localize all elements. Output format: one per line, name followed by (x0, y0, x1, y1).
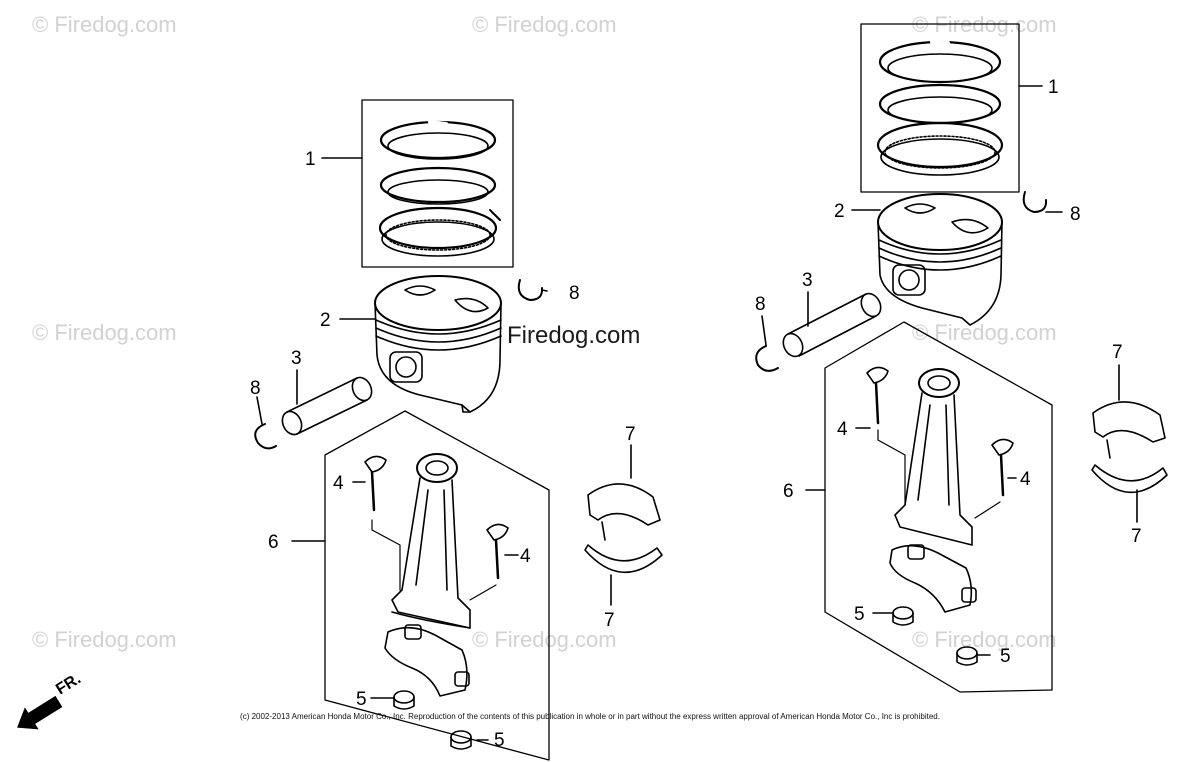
rod-bearing-icon (584, 483, 663, 574)
callout-rod-bearing: 7 (1131, 526, 1142, 547)
piston-pin-icon (281, 376, 373, 436)
pin-clip-icon (1022, 191, 1048, 213)
watermark: © Firedog.com (472, 12, 617, 37)
watermark-center: Firedog.com (507, 322, 641, 349)
rod-bearing-icon (1091, 401, 1168, 494)
callout-pin-clip: 8 (569, 283, 580, 304)
callout-rod-bearing: 7 (604, 610, 615, 631)
callout-rod-nut: 5 (854, 604, 865, 625)
rod-bolt-icon (991, 438, 1014, 497)
piston-ring-set-box (860, 23, 1020, 193)
pin-clip-icon (254, 423, 277, 450)
rod-bolt-icon (866, 366, 889, 425)
left-assembly (254, 99, 663, 761)
copyright-notice: (c) 2002-2013 American Honda Motor Co., … (240, 712, 940, 721)
rod-nut-icon (393, 690, 415, 710)
callout-rod-bolt: 4 (333, 473, 344, 494)
watermark: © Firedog.com (912, 627, 1057, 652)
callout-piston-pin: 3 (802, 270, 813, 291)
rod-bolt-icon (486, 523, 509, 580)
callout-rod-bolt: 4 (520, 546, 531, 567)
callout-rod-bolt: 4 (837, 419, 848, 440)
callout-rod-bearing: 7 (625, 424, 636, 445)
pin-clip-icon (517, 279, 544, 301)
piston-ring-icon (378, 120, 501, 257)
pin-clip-icon (755, 345, 779, 372)
piston-pin-icon (782, 292, 882, 358)
rod-nut-icon (450, 730, 472, 750)
callout-pin-clip: 8 (250, 378, 261, 399)
watermark: © Firedog.com (32, 627, 177, 652)
callout-piston: 2 (320, 310, 331, 331)
connecting-rod-icon (384, 453, 471, 697)
piston-ring-icon (876, 40, 1004, 176)
callout-pin-clip: 8 (1070, 204, 1081, 225)
piston-ring-set-box (361, 99, 514, 268)
callout-piston-pin: 3 (291, 348, 302, 369)
callout-rod-nut: 5 (494, 730, 505, 751)
front-direction-arrow-icon (17, 695, 63, 730)
watermark: © Firedog.com (32, 320, 177, 345)
callout-rod-bolt: 4 (1020, 469, 1031, 490)
connecting-rod-box (324, 410, 550, 761)
watermark: © Firedog.com (912, 320, 1057, 345)
rod-bolt-icon (364, 455, 387, 512)
watermark: © Firedog.com (472, 627, 617, 652)
connecting-rod-icon (889, 368, 977, 613)
right-assembly (755, 23, 1168, 693)
connecting-rod-box (824, 321, 1053, 693)
callout-rod-nut: 5 (356, 689, 367, 710)
callout-connecting-rod-assembly: 6 (783, 481, 794, 502)
watermark: © Firedog.com (32, 12, 177, 37)
piston-icon (877, 193, 1003, 326)
callout-piston-ring-set: 1 (305, 149, 316, 170)
callout-pin-clip: 8 (755, 294, 766, 315)
rod-nut-icon (956, 646, 978, 666)
callout-rod-nut: 5 (1000, 646, 1011, 667)
callout-rod-bearing: 7 (1112, 342, 1123, 363)
callout-connecting-rod-assembly: 6 (268, 532, 279, 553)
rod-nut-icon (892, 606, 914, 626)
callout-piston-ring-set: 1 (1048, 77, 1059, 98)
front-direction-label: FR. (53, 670, 84, 698)
piston-icon (374, 275, 502, 413)
callout-piston: 2 (834, 201, 845, 222)
